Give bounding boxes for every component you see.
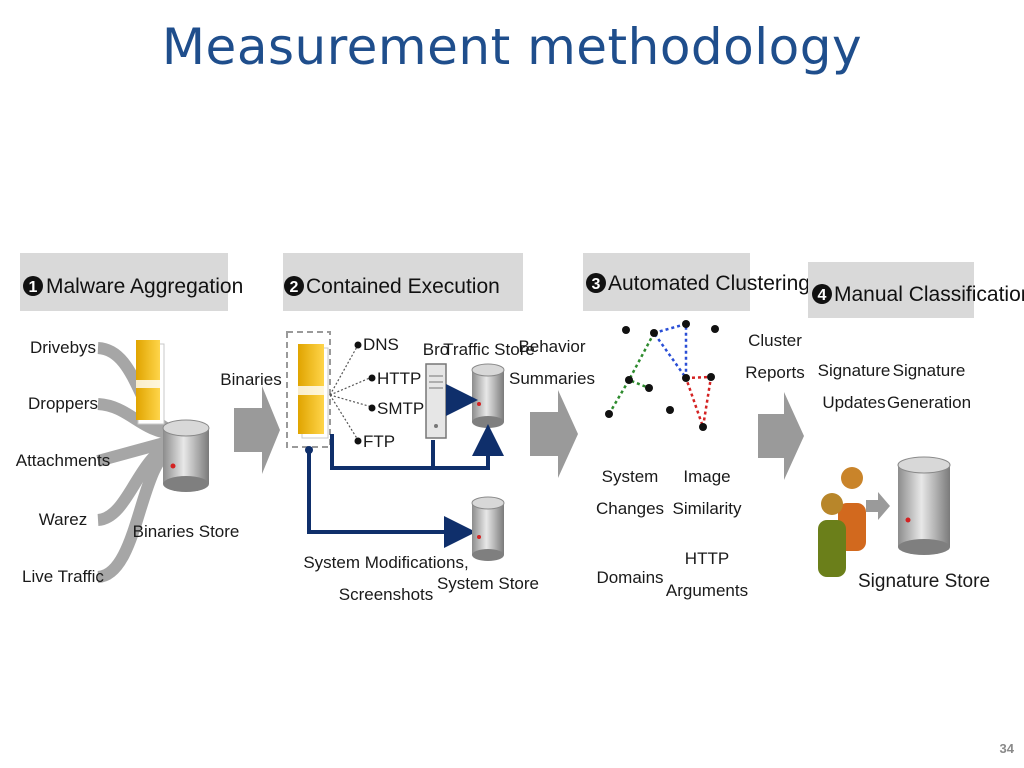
bro-label: Bro bbox=[423, 340, 449, 359]
source-attachments: Attachments bbox=[16, 451, 111, 470]
stage-number-3: 3 bbox=[592, 276, 601, 293]
traffic-store-label: Traffic Store bbox=[443, 340, 535, 359]
bro-server-icon bbox=[425, 363, 447, 439]
signature-generation-line-2: Generation bbox=[887, 393, 971, 412]
stage-number-4: 4 bbox=[818, 287, 827, 304]
stage-header-3: 3 Automated Clustering bbox=[583, 253, 810, 311]
protocol-smtp: SMTP bbox=[377, 399, 424, 418]
slide-number: 34 bbox=[999, 741, 1014, 756]
stage-number-1: 1 bbox=[29, 279, 38, 296]
flow-arrow-1 bbox=[234, 386, 280, 474]
stage-title-2: Contained Execution bbox=[306, 275, 500, 298]
analysts-icon bbox=[818, 467, 866, 577]
source-warez: Warez bbox=[39, 510, 88, 529]
stage-header-4: 4 Manual Classification bbox=[808, 262, 1024, 318]
cluster-reports-line-2: Reports bbox=[745, 363, 805, 382]
signature-updates-line-1: Signature bbox=[818, 361, 891, 380]
source-droppers: Droppers bbox=[28, 394, 98, 413]
slide-title: Measurement methodology bbox=[161, 18, 863, 76]
feature-domains: Domains bbox=[596, 568, 663, 587]
executing-binary-icon bbox=[298, 344, 329, 439]
binaries-label: Binaries bbox=[220, 370, 281, 389]
feature-http-line-2: Arguments bbox=[666, 581, 748, 600]
stage-title-4: Manual Classification bbox=[834, 283, 1024, 306]
traffic-store-icon bbox=[471, 363, 505, 428]
cluster-reports-line-1: Cluster bbox=[748, 331, 802, 350]
feature-http-line-1: HTTP bbox=[685, 549, 729, 568]
feature-system-line-1: System bbox=[602, 467, 659, 486]
signature-store-icon bbox=[897, 456, 951, 555]
feature-image-line-1: Image bbox=[683, 467, 730, 486]
analyst-to-store-arrow bbox=[866, 492, 890, 520]
protocol-http: HTTP bbox=[377, 369, 421, 388]
source-drivebys: Drivebys bbox=[30, 338, 96, 357]
flow-arrow-2 bbox=[530, 390, 578, 478]
binaries-store-icon bbox=[162, 419, 210, 492]
flow-arrow-3 bbox=[758, 392, 804, 480]
protocol-ftp: FTP bbox=[363, 432, 395, 451]
sandbox-dashed-box bbox=[286, 331, 331, 448]
system-store-label: System Store bbox=[437, 574, 539, 593]
system-store-icon bbox=[471, 496, 505, 561]
stage-header-1: 1 Malware Aggregation bbox=[20, 253, 243, 311]
behavior-label-line-1: Behavior bbox=[518, 337, 585, 356]
protocol-rays bbox=[329, 344, 373, 441]
signature-store-label: Signature Store bbox=[858, 571, 990, 592]
system-modifications-line-2: Screenshots bbox=[339, 585, 434, 604]
stage-title-3: Automated Clustering bbox=[608, 272, 810, 295]
binaries-store-label: Binaries Store bbox=[133, 522, 240, 541]
stage-title-1: Malware Aggregation bbox=[46, 275, 243, 298]
system-modifications-line-1: System Modifications, bbox=[303, 553, 468, 572]
signature-updates-line-2: Updates bbox=[822, 393, 885, 412]
stage-number-2: 2 bbox=[290, 279, 299, 296]
navy-connectors bbox=[307, 384, 504, 548]
feature-image-line-2: Similarity bbox=[673, 499, 742, 518]
protocol-dns: DNS bbox=[363, 335, 399, 354]
protocol-dots bbox=[354, 341, 376, 445]
sandbox-port-dot bbox=[305, 446, 313, 454]
signature-generation-line-1: Signature bbox=[893, 361, 966, 380]
source-live-traffic: Live Traffic bbox=[22, 567, 104, 586]
stage-header-2: 2 Contained Execution bbox=[283, 253, 523, 311]
binary-book-icon bbox=[136, 340, 165, 425]
feature-system-line-2: Changes bbox=[596, 499, 664, 518]
behavior-label-line-2: Summaries bbox=[509, 369, 595, 388]
cluster-graph bbox=[605, 320, 719, 431]
